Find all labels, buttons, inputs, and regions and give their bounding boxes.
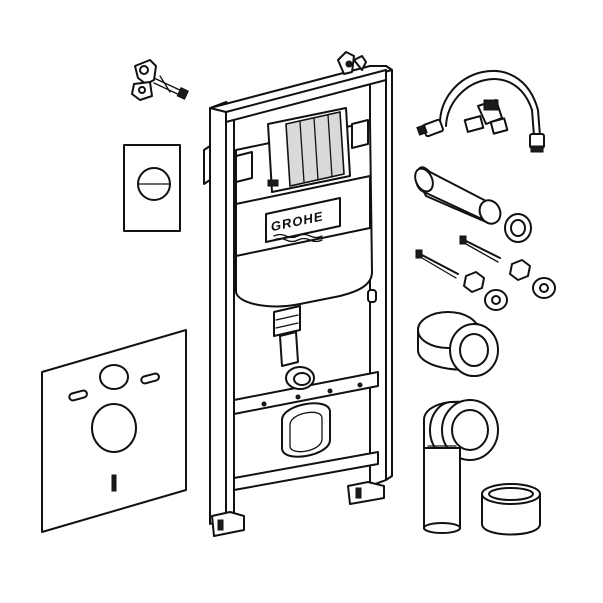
- drain-elbow: [423, 399, 499, 534]
- pipe-connector: [417, 311, 499, 377]
- flush-plate: [123, 144, 181, 232]
- soundproofing-pad: [41, 329, 187, 533]
- flush-pipe: [414, 166, 532, 243]
- cistern: GROHE: [235, 107, 373, 390]
- bolt-icon: [415, 249, 459, 279]
- bolts-and-nuts: [415, 235, 556, 311]
- supply-hose: [416, 69, 545, 153]
- installation-frame: [203, 51, 393, 537]
- bolt-icon: [459, 235, 501, 263]
- wall-anchor-bracket: [131, 59, 189, 101]
- protective-cap: [481, 483, 541, 536]
